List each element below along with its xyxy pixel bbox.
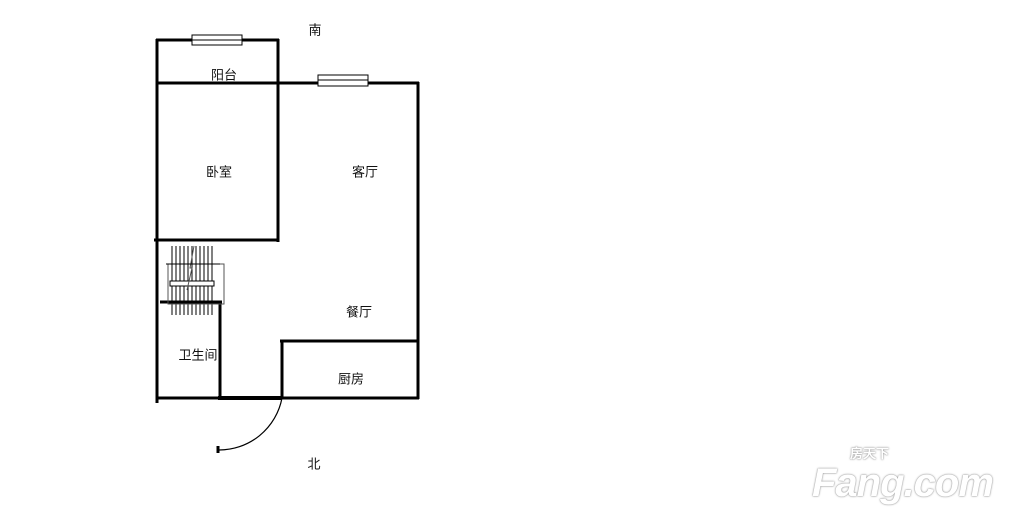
compass-north-label: 北 <box>307 457 321 473</box>
window-living-room <box>317 74 369 87</box>
fang-watermark-logo: 房天下 Fang.com <box>812 446 994 505</box>
bathroom-label: 卫生间 <box>178 348 218 364</box>
living-room-label: 客厅 <box>351 165 379 181</box>
watermark-brand: Fang.com <box>812 461 994 505</box>
balcony-label: 阳台 <box>210 68 238 84</box>
entrance-door-swing <box>217 397 283 451</box>
window-balcony <box>191 34 243 46</box>
bedroom-label: 卧室 <box>205 165 233 181</box>
watermark-brand-cn: 房天下 <box>850 446 890 461</box>
kitchen-label: 厨房 <box>337 372 365 388</box>
compass-south-label: 南 <box>308 23 322 39</box>
staircase <box>166 245 225 315</box>
dining-room-label: 餐厅 <box>345 305 373 321</box>
